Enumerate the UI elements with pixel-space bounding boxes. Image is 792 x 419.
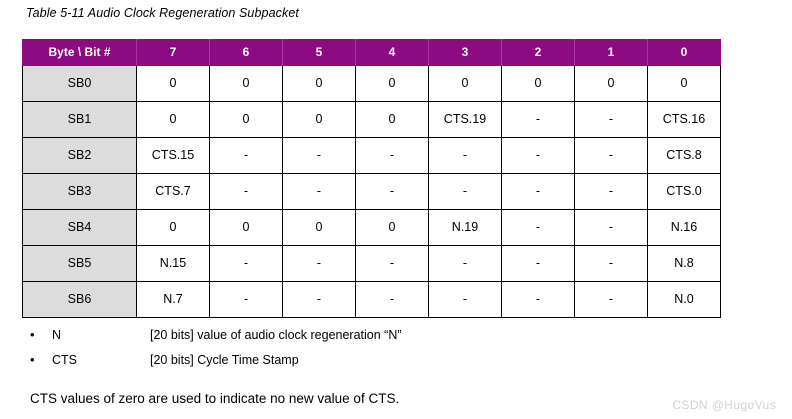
cell-sb4-bit3: N.19 xyxy=(428,209,502,246)
cell-sb1-bit2: - xyxy=(501,101,575,138)
footer-note: CTS values of zero are used to indicate … xyxy=(30,391,400,406)
table-row: SB4 0 0 0 0 N.19 - - N.16 xyxy=(22,209,721,246)
cell-sb4-bit2: - xyxy=(501,209,575,246)
cell-sb2-bit0: CTS.8 xyxy=(647,137,721,174)
cell-sb3-bit6: - xyxy=(209,173,283,210)
cell-sb6-bit7: N.7 xyxy=(136,281,210,318)
cell-sb0-bit4: 0 xyxy=(355,65,429,102)
cell-sb6-bit1: - xyxy=(574,281,648,318)
table-row: SB1 0 0 0 0 CTS.19 - - CTS.16 xyxy=(22,101,721,138)
csdn-watermark: CSDN @HugoVus xyxy=(672,398,776,412)
definition-description-cts: [20 bits] Cycle Time Stamp xyxy=(150,353,299,367)
cell-sb4-bit1: - xyxy=(574,209,648,246)
table-caption: Table 5-11 Audio Clock Regeneration Subp… xyxy=(26,6,299,20)
list-item: • CTS [20 bits] Cycle Time Stamp xyxy=(0,353,792,378)
definition-term-cts: CTS xyxy=(52,353,77,367)
table-row: SB0 0 0 0 0 0 0 0 0 xyxy=(22,65,721,102)
cell-sb5-bit6: - xyxy=(209,245,283,282)
cell-sb6-bit6: - xyxy=(209,281,283,318)
cell-sb5-bit5: - xyxy=(282,245,356,282)
audio-clock-regeneration-table: Byte \ Bit # 7 6 5 4 3 2 1 0 SB0 0 0 0 0… xyxy=(22,39,721,318)
row-label-sb3: SB3 xyxy=(22,173,137,210)
cell-sb5-bit1: - xyxy=(574,245,648,282)
column-header-bit-3: 3 xyxy=(428,39,502,66)
column-header-bit-4: 4 xyxy=(355,39,429,66)
cell-sb1-bit7: 0 xyxy=(136,101,210,138)
cell-sb6-bit0: N.0 xyxy=(647,281,721,318)
cell-sb5-bit4: - xyxy=(355,245,429,282)
column-header-bit-5: 5 xyxy=(282,39,356,66)
row-label-sb5: SB5 xyxy=(22,245,137,282)
cell-sb2-bit1: - xyxy=(574,137,648,174)
cell-sb2-bit3: - xyxy=(428,137,502,174)
cell-sb4-bit6: 0 xyxy=(209,209,283,246)
row-label-sb0: SB0 xyxy=(22,65,137,102)
definition-list: • N [20 bits] value of audio clock regen… xyxy=(0,328,792,378)
cell-sb4-bit0: N.16 xyxy=(647,209,721,246)
cell-sb3-bit1: - xyxy=(574,173,648,210)
cell-sb5-bit2: - xyxy=(501,245,575,282)
cell-sb1-bit4: 0 xyxy=(355,101,429,138)
bullet-icon: • xyxy=(30,327,35,342)
definition-term-n: N xyxy=(52,328,62,342)
cell-sb3-bit2: - xyxy=(501,173,575,210)
column-header-bit-7: 7 xyxy=(136,39,210,66)
table-row: SB3 CTS.7 - - - - - - CTS.0 xyxy=(22,173,721,210)
cell-sb3-bit0: CTS.0 xyxy=(647,173,721,210)
cell-sb3-bit5: - xyxy=(282,173,356,210)
row-label-sb4: SB4 xyxy=(22,209,137,246)
cell-sb1-bit0: CTS.16 xyxy=(647,101,721,138)
table-row: SB5 N.15 - - - - - - N.8 xyxy=(22,245,721,282)
list-item: • N [20 bits] value of audio clock regen… xyxy=(0,328,792,353)
column-header-bit-6: 6 xyxy=(209,39,283,66)
cell-sb2-bit5: - xyxy=(282,137,356,174)
cell-sb4-bit7: 0 xyxy=(136,209,210,246)
row-label-sb1: SB1 xyxy=(22,101,137,138)
cell-sb2-bit7: CTS.15 xyxy=(136,137,210,174)
column-header-bit-2: 2 xyxy=(501,39,575,66)
cell-sb3-bit3: - xyxy=(428,173,502,210)
cell-sb3-bit7: CTS.7 xyxy=(136,173,210,210)
cell-sb0-bit0: 0 xyxy=(647,65,721,102)
column-header-bit-1: 1 xyxy=(574,39,648,66)
cell-sb2-bit2: - xyxy=(501,137,575,174)
cell-sb1-bit1: - xyxy=(574,101,648,138)
cell-sb3-bit4: - xyxy=(355,173,429,210)
column-header-byte-bit: Byte \ Bit # xyxy=(22,39,137,66)
cell-sb2-bit6: - xyxy=(209,137,283,174)
cell-sb1-bit6: 0 xyxy=(209,101,283,138)
cell-sb4-bit5: 0 xyxy=(282,209,356,246)
cell-sb0-bit6: 0 xyxy=(209,65,283,102)
cell-sb0-bit1: 0 xyxy=(574,65,648,102)
cell-sb5-bit7: N.15 xyxy=(136,245,210,282)
cell-sb0-bit7: 0 xyxy=(136,65,210,102)
cell-sb2-bit4: - xyxy=(355,137,429,174)
table-row: SB2 CTS.15 - - - - - - CTS.8 xyxy=(22,137,721,174)
cell-sb6-bit3: - xyxy=(428,281,502,318)
cell-sb0-bit5: 0 xyxy=(282,65,356,102)
bullet-icon: • xyxy=(30,352,35,367)
definition-description-n: [20 bits] value of audio clock regenerat… xyxy=(150,328,402,342)
cell-sb6-bit4: - xyxy=(355,281,429,318)
cell-sb1-bit5: 0 xyxy=(282,101,356,138)
table-header-row: Byte \ Bit # 7 6 5 4 3 2 1 0 xyxy=(22,39,721,66)
row-label-sb2: SB2 xyxy=(22,137,137,174)
table-row: SB6 N.7 - - - - - - N.0 xyxy=(22,281,721,318)
cell-sb5-bit3: - xyxy=(428,245,502,282)
cell-sb6-bit2: - xyxy=(501,281,575,318)
cell-sb0-bit3: 0 xyxy=(428,65,502,102)
cell-sb6-bit5: - xyxy=(282,281,356,318)
cell-sb1-bit3: CTS.19 xyxy=(428,101,502,138)
row-label-sb6: SB6 xyxy=(22,281,137,318)
cell-sb5-bit0: N.8 xyxy=(647,245,721,282)
cell-sb4-bit4: 0 xyxy=(355,209,429,246)
column-header-bit-0: 0 xyxy=(647,39,721,66)
cell-sb0-bit2: 0 xyxy=(501,65,575,102)
